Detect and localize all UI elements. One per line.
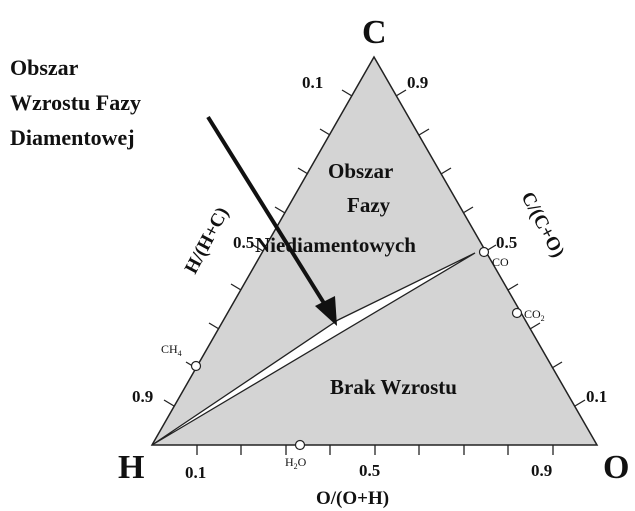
vertex-o-label: O [603,449,629,486]
callout-line1: Obszar [10,55,79,80]
tick-bottom-left: 0.1 [185,463,206,482]
tick-bottom-mid: 0.5 [359,461,380,480]
bottom-edge-ticks [196,445,554,455]
tick-right-top: 0.9 [407,73,428,92]
tick-bottom-right: 0.9 [531,461,552,480]
label-ch4: CH4 [161,342,182,358]
tick-right-bottom: 0.1 [586,387,607,406]
point-h2o [294,439,306,451]
diamond-growth-band [151,252,476,446]
region-non-diamond-line3: Niediamentowych [255,233,416,257]
axis-right-label: C/(C+O) [517,188,569,261]
point-co2 [511,307,523,319]
point-co [478,246,490,258]
label-co: CO [492,255,509,269]
tick-left-mid: 0.5 [233,233,254,252]
tick-left-top: 0.1 [302,73,323,92]
vertex-c-label: C [362,14,387,51]
region-no-growth: Brak Wzrostu [330,375,457,399]
tick-right-mid: 0.5 [496,233,517,252]
point-ch4 [190,360,202,372]
vertex-h-label: H [118,449,144,486]
callout-line2: Wzrostu Fazy [10,90,141,115]
label-h2o: H2O [285,455,307,471]
region-non-diamond-line1: Obszar [328,159,393,183]
label-co2: CO2 [524,307,545,323]
left-edge-ticks [163,89,353,407]
tick-left-bottom: 0.9 [132,387,153,406]
callout-line3: Diamentowej [10,125,135,150]
callout-arrow [206,115,337,326]
axis-bottom-label: O/(O+H) [316,488,389,509]
axis-left-label: H/(H+C) [181,204,233,277]
right-edge-ticks [395,89,586,407]
region-non-diamond-line2: Fazy [347,193,391,217]
